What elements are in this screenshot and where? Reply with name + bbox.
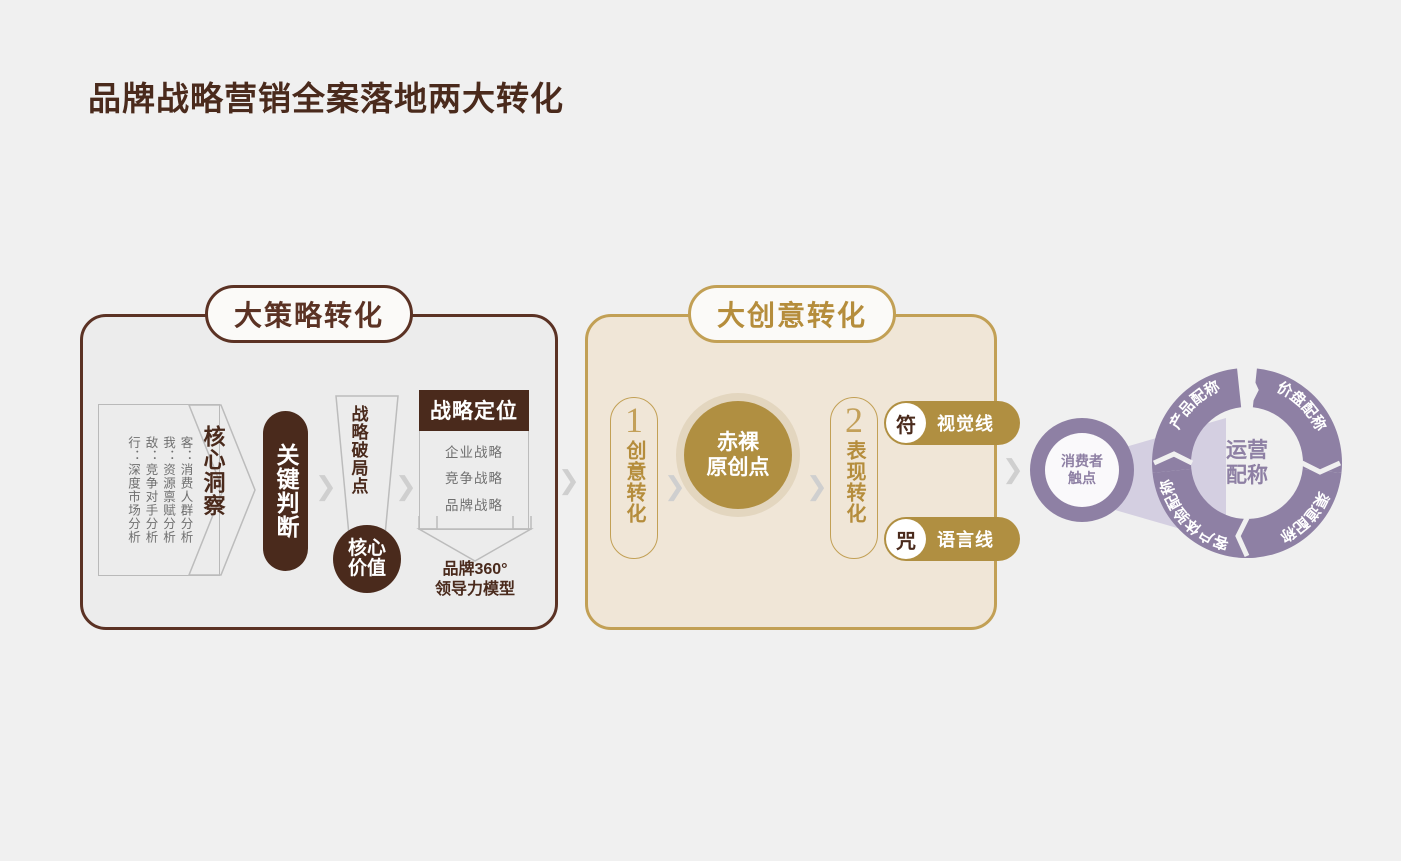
strategy-panel-badge: 大策略转化: [205, 285, 414, 343]
visual-line-capsule: 符 视觉线: [884, 401, 1020, 445]
brand-model-label: 品牌360° 领导力模型: [410, 560, 540, 601]
positioning-header: 战略定位: [419, 390, 529, 431]
core-value-circle: 核心 价值: [333, 525, 401, 593]
operations-center-label: 运营 配称: [1196, 428, 1298, 498]
language-line-label: 语言线: [937, 530, 994, 550]
chevron-outline-icon: [187, 404, 256, 576]
core-insight-chevron: 核心洞察: [187, 403, 257, 577]
operations-line2: 配称: [1226, 464, 1268, 487]
language-line-glyph: 咒: [886, 519, 926, 559]
chevron-icon-1: ❯: [315, 472, 337, 502]
analysis-box: 客：消费人群分析 我：资源禀赋分析 敌：竞争对手分析 行：深度市场分析: [98, 404, 220, 576]
breakthrough-label: 战略破局点: [348, 405, 368, 495]
down-arrow-shape: [415, 515, 535, 563]
creative-panel-badge: 大创意转化: [688, 285, 897, 343]
analysis-item-2: 我：资源禀赋分析: [161, 436, 175, 544]
original-idea-line1: 赤裸: [717, 430, 759, 454]
consumer-line1: 消费者: [1061, 452, 1103, 469]
analysis-item-4: 行：深度市场分析: [126, 436, 140, 544]
positioning-item-3: 品牌战略: [445, 497, 503, 513]
operations-line1: 运营: [1226, 438, 1268, 462]
creative-step-2-label: 表现转化: [843, 439, 865, 524]
analysis-item-1: 客：消费人群分析: [178, 436, 193, 544]
operations-wheel-icon: 产品配称 价盘配称 渠道配称 客户体验配称: [1152, 368, 1342, 558]
positioning-item-1: 企业战略: [445, 445, 503, 460]
strategy-panel: 大策略转化 客：消费人群分析 我：资源禀赋分析 敌：竞争对手分析 行：深度市场分…: [80, 285, 558, 630]
brand-model-line2: 领导力模型: [434, 581, 515, 599]
key-judgement-pill: 关键判断: [263, 411, 308, 571]
consumer-touchpoint-circle: 消费者 触点: [1030, 418, 1134, 522]
language-line-capsule: 咒 语言线: [884, 517, 1020, 561]
original-idea-line2: 原创点: [706, 456, 770, 479]
core-value-line2: 价值: [347, 558, 386, 579]
creative-step-1-label: 创意转化: [623, 439, 645, 524]
consumer-touchpoint-inner: 消费者 触点: [1045, 433, 1119, 507]
chevron-icon-2: ❯: [395, 472, 417, 502]
creative-step-1-number: 1: [625, 400, 643, 440]
original-idea-circle: 赤裸 原创点: [684, 401, 792, 509]
creative-panel: 大创意转化 1 创意转化 ❯ 赤裸 原创点 ❯ 2 表现转化 符 视觉线 咒 语…: [585, 285, 1020, 630]
analysis-item-3: 敌：竞争对手分析: [143, 436, 158, 544]
key-judgement-label: 关键判断: [273, 443, 299, 539]
chevron-icon-between-panels: ❯: [558, 466, 580, 496]
positioning-body: 企业战略 竞争战略 品牌战略: [419, 431, 529, 530]
core-insight-label: 核心洞察: [200, 425, 226, 517]
strategy-positioning-box: 战略定位 企业战略 竞争战略 品牌战略: [419, 390, 529, 530]
brand-model-line1: 品牌360°: [442, 561, 508, 578]
creative-step-2: 2 表现转化: [830, 397, 878, 559]
consumer-line2: 触点: [1068, 470, 1096, 486]
chevron-icon-to-consumer: ❯: [1002, 455, 1024, 485]
creative-step-2-number: 2: [845, 400, 863, 440]
chevron-icon-4: ❯: [806, 472, 828, 502]
operations-wheel: 产品配称 价盘配称 渠道配称 客户体验配称: [1152, 368, 1342, 558]
original-idea-circle-ring: 赤裸 原创点: [676, 393, 800, 517]
positioning-item-2: 竞争战略: [445, 471, 503, 487]
core-value-line1: 核心: [347, 538, 386, 560]
visual-line-label: 视觉线: [937, 414, 994, 434]
visual-line-glyph: 符: [886, 403, 926, 443]
creative-step-1: 1 创意转化: [610, 397, 658, 559]
page-title: 品牌战略营销全案落地两大转化: [88, 80, 564, 117]
down-arrow-icon: [416, 516, 534, 562]
